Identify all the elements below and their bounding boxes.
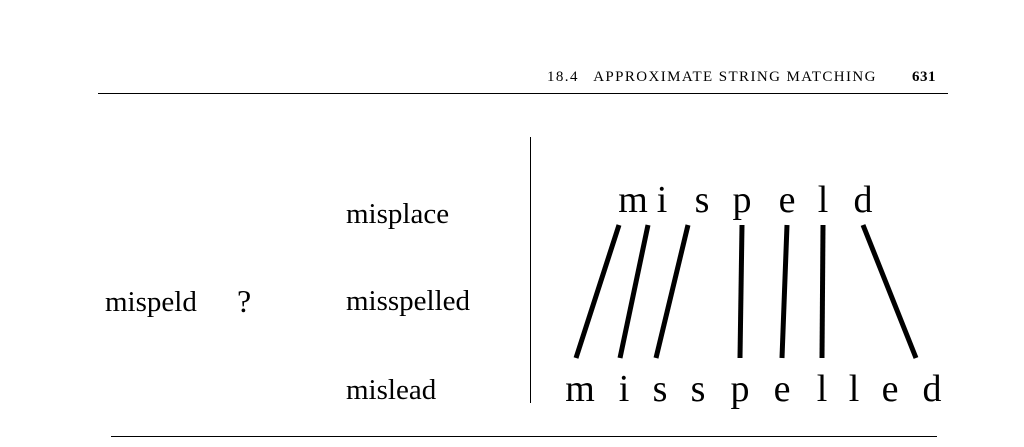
bottom-letter: l bbox=[817, 368, 828, 410]
alignment-line bbox=[573, 224, 622, 359]
page-number: 631 bbox=[912, 69, 936, 85]
alignment-line bbox=[653, 224, 691, 359]
top-letter: p bbox=[733, 179, 752, 221]
query-word: mispeld bbox=[105, 286, 197, 318]
bottom-letter: e bbox=[882, 368, 899, 410]
alignment-line bbox=[860, 224, 919, 359]
bottom-letter: s bbox=[653, 368, 668, 410]
bottom-letter: e bbox=[774, 368, 791, 410]
candidate-word: misplace bbox=[346, 198, 450, 230]
bottom-letter: d bbox=[923, 368, 942, 410]
top-letter: i bbox=[657, 179, 668, 221]
alignment-line bbox=[779, 224, 790, 359]
bottom-letter: p bbox=[731, 368, 750, 410]
alignment-line bbox=[617, 224, 651, 359]
candidate-word: misspelled bbox=[346, 285, 471, 317]
bottom-letter: m bbox=[565, 368, 595, 410]
bottom-letter: s bbox=[691, 368, 706, 410]
candidate-word: mislead bbox=[346, 374, 437, 406]
top-letter: d bbox=[854, 179, 873, 221]
section-number: 18.4 bbox=[547, 69, 579, 85]
vertical-divider bbox=[530, 137, 531, 403]
top-letter: m bbox=[618, 179, 648, 221]
alignment-line bbox=[819, 224, 826, 359]
alignment-line bbox=[737, 224, 745, 359]
top-letter: l bbox=[818, 179, 829, 221]
top-letter: e bbox=[779, 179, 796, 221]
question-mark: ? bbox=[237, 283, 252, 319]
bottom-letter: l bbox=[849, 368, 860, 410]
bottom-letter: i bbox=[619, 368, 630, 410]
header-rule bbox=[98, 93, 948, 94]
top-letter: s bbox=[695, 179, 710, 221]
running-head: 18.4 APPROXIMATE STRING MATCHING 631 bbox=[547, 69, 936, 86]
bottom-rule bbox=[111, 436, 937, 437]
section-title: APPROXIMATE STRING MATCHING bbox=[593, 69, 877, 85]
